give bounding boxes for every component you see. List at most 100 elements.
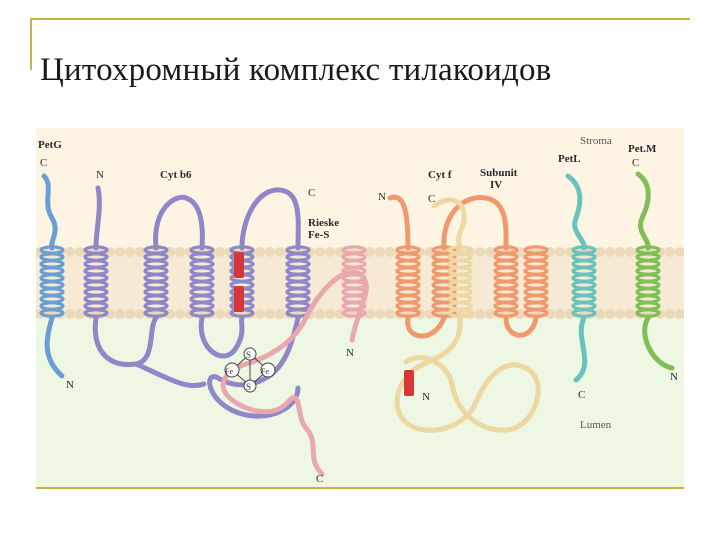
petm-c-terminus: C bbox=[632, 157, 639, 169]
lumen-label: Lumen bbox=[580, 419, 612, 431]
lipid-head bbox=[555, 247, 565, 257]
lipid-head bbox=[125, 247, 135, 257]
lipid-head bbox=[115, 247, 125, 257]
lipid-head bbox=[625, 247, 635, 257]
lipid-head bbox=[115, 309, 125, 319]
lipid-head bbox=[365, 309, 375, 319]
subunit-iv-roman: IV bbox=[490, 179, 502, 191]
complex-diagram: Stroma Lumen PetG C N Cyt b6 N C Rieske … bbox=[35, 128, 685, 488]
subunit-iv bbox=[387, 194, 549, 339]
lipid-head bbox=[625, 309, 635, 319]
cluster-s-top: S bbox=[246, 350, 251, 360]
helix-turn bbox=[493, 308, 519, 318]
lipid-head bbox=[615, 309, 625, 319]
lipid-head bbox=[265, 247, 275, 257]
helix-turn bbox=[523, 308, 549, 318]
slide-title: Цитохромный комплекс тилакоидов bbox=[40, 52, 552, 88]
petg-c-terminus: C bbox=[40, 157, 47, 169]
petl-c-terminus: C bbox=[578, 389, 585, 401]
lipid-head bbox=[665, 309, 675, 319]
lipid-head bbox=[595, 309, 605, 319]
rieske-label: Rieske bbox=[308, 217, 339, 229]
footer-rule bbox=[36, 487, 684, 489]
lipid-head bbox=[555, 309, 565, 319]
cyt-b6-subunit bbox=[83, 185, 311, 419]
lipid-head bbox=[215, 247, 225, 257]
lipid-head bbox=[485, 247, 495, 257]
helix-turn bbox=[635, 308, 661, 318]
lipid-head bbox=[365, 247, 375, 257]
lipid-head bbox=[325, 309, 335, 319]
lipid-head bbox=[65, 247, 75, 257]
petg-label: PetG bbox=[38, 139, 62, 151]
cyt-f-c-terminus: C bbox=[428, 193, 435, 205]
cluster-fe-left: Fe bbox=[225, 367, 233, 376]
petm-subunit bbox=[635, 171, 675, 371]
petm-label: Pet.M bbox=[628, 143, 657, 155]
lipid-head bbox=[275, 309, 285, 319]
lipid-head bbox=[475, 309, 485, 319]
lipid-head bbox=[385, 247, 395, 257]
helix-turn bbox=[571, 308, 597, 318]
lipid-head bbox=[675, 309, 685, 319]
lipid-head bbox=[255, 247, 265, 257]
petm-n-terminus: N bbox=[670, 371, 678, 383]
petl-label: PetL bbox=[558, 153, 581, 165]
cyt-f-subunit bbox=[394, 197, 541, 433]
lipid-head bbox=[615, 247, 625, 257]
lipid-head bbox=[375, 247, 385, 257]
lipid-head bbox=[475, 247, 485, 257]
lipid-head bbox=[375, 309, 385, 319]
helix-turn bbox=[189, 308, 215, 318]
lipid-head bbox=[315, 309, 325, 319]
cyt-b6-n-terminus: N bbox=[96, 169, 104, 181]
lipid-head bbox=[215, 309, 225, 319]
lipid-head bbox=[255, 309, 265, 319]
lipid-head bbox=[135, 309, 145, 319]
frame-horizontal-rule bbox=[30, 18, 690, 20]
rieske-n-terminus: N bbox=[346, 347, 354, 359]
cyt-f-label: Cyt f bbox=[428, 169, 452, 181]
lipid-head bbox=[385, 309, 395, 319]
cyt-b6-c-terminus: C bbox=[308, 187, 315, 199]
lipid-head bbox=[75, 309, 85, 319]
helix-turn bbox=[83, 308, 109, 318]
lipid-head bbox=[485, 309, 495, 319]
lumen-region bbox=[36, 318, 684, 488]
cytochrome-complex-figure: Stroma Lumen PetG C N Cyt b6 N C Rieske … bbox=[35, 128, 685, 488]
cluster-s-bottom: S bbox=[246, 382, 251, 392]
frame-vertical-rule bbox=[30, 18, 32, 70]
subunit-iv-n-terminus: N bbox=[378, 191, 386, 203]
helix-turn bbox=[341, 308, 367, 318]
lipid-head bbox=[605, 247, 615, 257]
cyt-f-n-terminus: N bbox=[422, 391, 430, 403]
rieske-c-terminus: C bbox=[316, 473, 323, 485]
lipid-head bbox=[325, 247, 335, 257]
lipid-head bbox=[605, 309, 615, 319]
helix-turn bbox=[39, 308, 65, 318]
lipid-head bbox=[175, 247, 185, 257]
helix-turn bbox=[431, 308, 457, 318]
petg-subunit bbox=[39, 173, 65, 379]
lipid-head bbox=[665, 247, 675, 257]
lipid-head bbox=[315, 247, 325, 257]
lipid-head bbox=[65, 309, 75, 319]
lipid-head bbox=[175, 309, 185, 319]
lipid-head bbox=[675, 247, 685, 257]
fe-s-cluster: S Fe Fe S bbox=[224, 347, 276, 393]
subunit-iv-label: Subunit bbox=[480, 167, 518, 179]
helix-turn bbox=[143, 308, 169, 318]
stroma-label: Stroma bbox=[580, 135, 612, 147]
cluster-fe-right: Fe bbox=[261, 367, 269, 376]
heme-b6-group bbox=[234, 252, 244, 312]
lipid-head bbox=[125, 309, 135, 319]
lipid-head bbox=[595, 247, 605, 257]
petl-subunit bbox=[565, 173, 597, 383]
helix-turn bbox=[395, 308, 421, 318]
heme-f-group bbox=[404, 370, 414, 396]
rieske-fes-label: Fe-S bbox=[308, 229, 329, 241]
petg-n-terminus: N bbox=[66, 379, 74, 391]
lipid-head bbox=[135, 247, 145, 257]
cyt-b6-label: Cyt b6 bbox=[160, 169, 192, 181]
helix-turn bbox=[447, 308, 473, 318]
